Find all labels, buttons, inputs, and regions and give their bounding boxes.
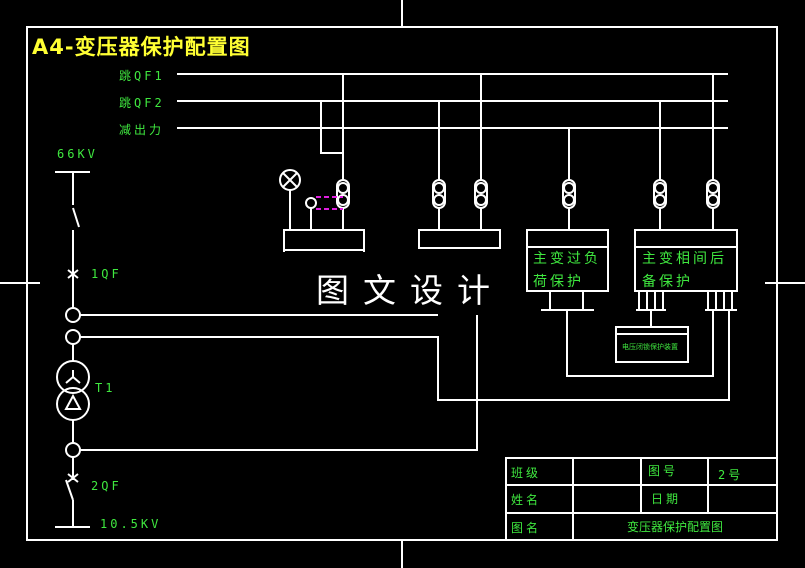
transformer-winding-wye — [56, 360, 90, 394]
backup-line-2: 备保护 — [642, 274, 693, 290]
relay-coil-icon — [706, 179, 720, 230]
relay-box-2 — [418, 229, 501, 249]
backup-relay-text: 主变相间后 备保护 — [642, 248, 727, 294]
bus-label-trip-qf2: 跳QF2 — [119, 96, 165, 110]
voltage-low-label: 10.5KV — [100, 517, 162, 531]
breaker-2-label: 2QF — [91, 479, 122, 493]
relay-box-overload — [526, 229, 609, 311]
tb-drawing-name-label: 图名 — [511, 521, 542, 535]
bus-label-trip-qf1: 跳QF1 — [119, 69, 165, 83]
control-buses — [177, 73, 728, 129]
relay-box-backup — [634, 229, 738, 327]
overload-line-2: 荷保护 — [533, 274, 584, 290]
dashed-link — [316, 196, 343, 210]
backup-line-1: 主变相间后 — [642, 251, 727, 267]
tb-drawing-no-value: 2号 — [718, 468, 744, 482]
transformer-label: T1 — [95, 381, 116, 395]
ct-wiring — [80, 310, 730, 451]
tb-date-label: 日期 — [651, 492, 682, 506]
relay-contacts — [336, 179, 720, 230]
bus-label-reduce-output: 减出力 — [119, 123, 165, 137]
tb-name-label: 姓名 — [511, 493, 542, 507]
relay-box-1 — [283, 229, 365, 252]
relay-coil-icon — [653, 179, 667, 230]
tb-drawing-no-label: 图号 — [648, 464, 679, 478]
drawing-title: A4-变压器保护配置图 — [32, 35, 251, 59]
overload-line-1: 主变过负 — [533, 251, 601, 267]
trip-wiring — [320, 74, 714, 180]
title-block-grid — [505, 457, 778, 541]
relay-coil-icon — [562, 179, 576, 230]
signal-lamp-icon — [279, 169, 301, 230]
primary-circuit — [55, 171, 90, 528]
relay-coil-icon — [432, 179, 446, 230]
breaker-1-label: 1QF — [91, 267, 122, 281]
relay-coil-icon — [474, 179, 488, 230]
tb-drawing-name-value: 变压器保护配置图 — [627, 520, 724, 534]
watermark: 图文设计 — [312, 264, 508, 312]
overload-relay-text: 主变过负 荷保护 — [533, 248, 601, 294]
contact-icon — [305, 197, 317, 209]
tb-class-label: 班级 — [511, 466, 542, 480]
relay-box-small — [615, 326, 689, 363]
small-box-text: 电压闭锁保护装置 — [622, 343, 678, 351]
voltage-high-label: 66KV — [57, 147, 98, 161]
relay-coil-icon — [336, 179, 350, 230]
